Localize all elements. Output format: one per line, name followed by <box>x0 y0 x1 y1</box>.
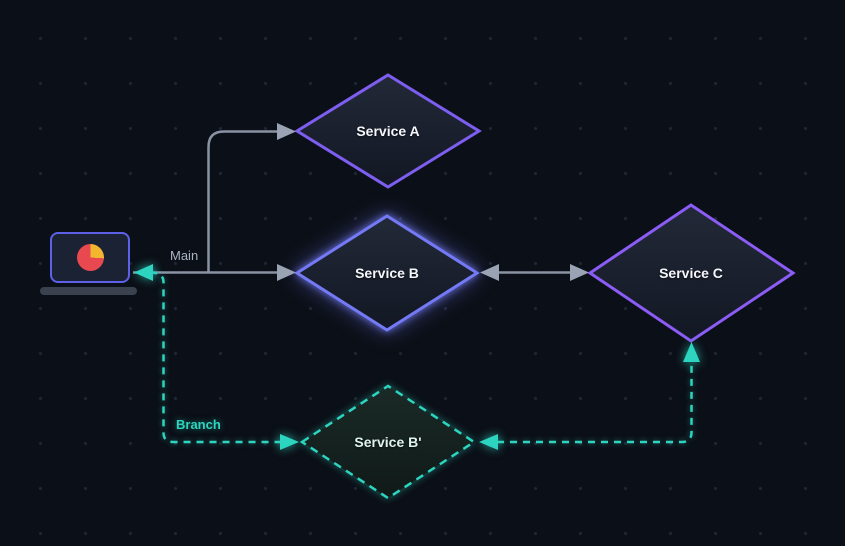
laptop-screen <box>50 232 130 283</box>
edge-branch-service-b-prime-to-service-c[interactable] <box>497 360 693 444</box>
main-edge-label: Main <box>170 248 199 263</box>
arrowhead-into-service-c-bottom <box>683 342 700 362</box>
service-a-node[interactable] <box>294 73 482 189</box>
branch-edge-label: Branch <box>176 417 221 432</box>
arrowhead-into-laptop <box>134 264 153 281</box>
laptop-base <box>40 287 137 295</box>
pie-chart-icon <box>76 244 104 271</box>
laptop-node[interactable] <box>40 232 137 295</box>
arrowhead-into-service-b-prime-left <box>280 434 299 450</box>
arrowhead-into-service-a-left <box>277 123 296 140</box>
service-a-label: Service A <box>356 123 420 139</box>
service-c-label: Service C <box>659 265 723 281</box>
arrowhead-into-service-b-prime-right <box>479 434 498 450</box>
service-b-prime-label: Service B' <box>354 434 422 450</box>
arrowhead-into-service-b-left <box>277 264 296 281</box>
arrowhead-into-service-c-left <box>570 264 589 281</box>
service-b-label: Service B <box>355 265 419 281</box>
edge-main-junction-to-service-a[interactable] <box>207 130 279 273</box>
edge-branch-laptop-to-service-b-prime[interactable] <box>149 271 283 444</box>
service-b-prime-node[interactable] <box>299 384 477 500</box>
service-b-node[interactable] <box>294 214 480 332</box>
service-c-node[interactable] <box>587 203 796 343</box>
arrowhead-into-service-b-right <box>480 264 499 281</box>
